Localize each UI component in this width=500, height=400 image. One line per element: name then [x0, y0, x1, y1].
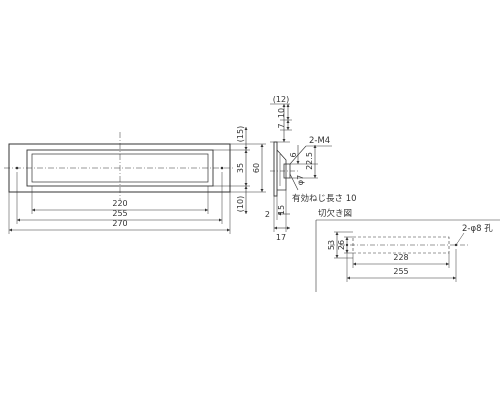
side-flap: [276, 149, 287, 191]
dim-228: 228: [393, 253, 408, 262]
dim-220: 220: [112, 199, 127, 208]
front-view: [4, 127, 266, 234]
dim-26: 26: [337, 240, 346, 250]
side-plate: [273, 141, 278, 197]
dim-2: 2: [265, 210, 270, 219]
dim-15-margin: (15): [236, 126, 245, 142]
dim-10-side: 10: [277, 108, 286, 118]
dim-10-margin: (10): [236, 196, 245, 212]
cutout-view: [315, 219, 500, 292]
dim-15-side: 15: [277, 205, 286, 215]
dim-53: 53: [327, 240, 336, 250]
dim-phi7: φ7: [296, 175, 305, 185]
dim-12: (12): [273, 95, 289, 104]
side-view: [270, 103, 332, 232]
dim-60: 60: [252, 163, 261, 173]
dim-255: 255: [112, 209, 127, 218]
dim-270: 270: [112, 219, 127, 228]
dim-17: 17: [276, 233, 286, 242]
dim-22-5: 22.5: [305, 152, 314, 170]
mount-hole-right: [220, 166, 224, 170]
dim-35: 35: [236, 163, 245, 173]
leader-2-m4: [289, 145, 307, 165]
leader-hole: [455, 232, 465, 246]
thread-note: 有効ねじ長さ 10: [292, 193, 357, 204]
dim-255-cutout: 255: [393, 267, 408, 276]
cutout-title: 切欠き図: [318, 208, 352, 219]
leader-phi7: [289, 173, 299, 191]
dim-7-side: 7: [277, 123, 286, 128]
cutout-hole-note: 2-φ8 孔: [462, 224, 493, 234]
mount-hole-left: [15, 166, 19, 170]
label-2-m4: 2-M4: [309, 136, 330, 146]
dim-6: 6: [289, 152, 298, 157]
